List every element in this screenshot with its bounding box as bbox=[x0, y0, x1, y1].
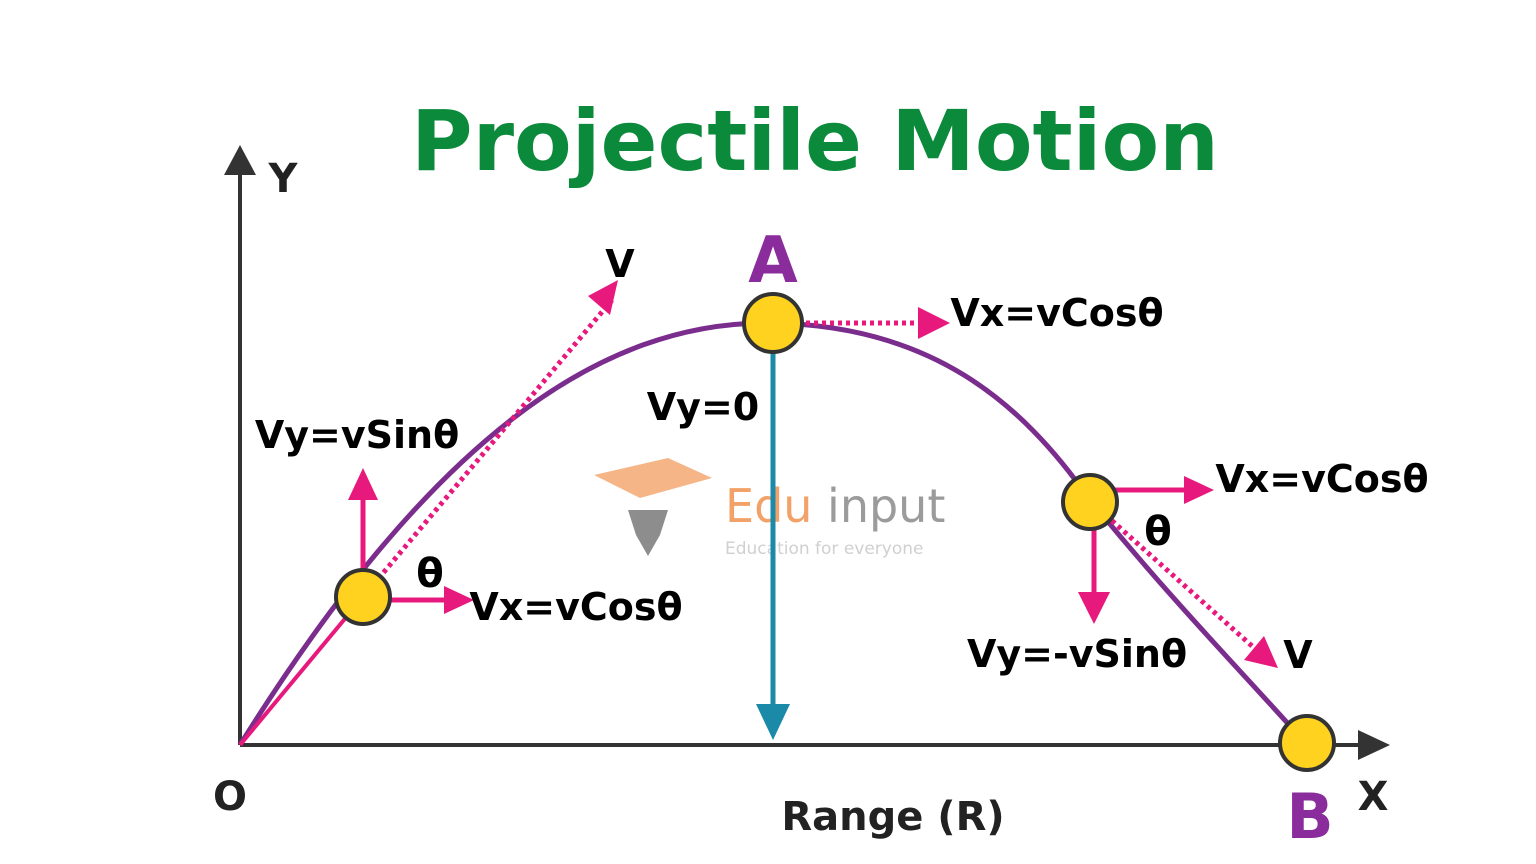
descent-vx-label: Vx=vCosθ bbox=[1215, 457, 1428, 501]
watermark: Edu input Education for everyone bbox=[594, 458, 945, 559]
launch-vy-label: Vy=vSinθ bbox=[255, 413, 459, 457]
descent-velocity-arrow bbox=[1098, 508, 1254, 648]
landing-point-label: B bbox=[1286, 780, 1333, 853]
descent-vy-label: Vy=-vSinθ bbox=[967, 632, 1187, 676]
ball-launch bbox=[334, 568, 392, 626]
x-axis-label: X bbox=[1358, 774, 1389, 820]
axes bbox=[224, 145, 1390, 760]
watermark-brand-edu: Edu bbox=[725, 479, 812, 533]
apex-vy-label: Vy=0 bbox=[647, 385, 759, 429]
descent-v-label: V bbox=[1283, 633, 1313, 677]
ball-descent bbox=[1061, 473, 1119, 531]
launch-vy-arrowhead bbox=[348, 468, 378, 500]
origin-label: O bbox=[213, 774, 247, 820]
trajectory-curve bbox=[237, 320, 1309, 747]
descent-vy-arrowhead bbox=[1078, 592, 1110, 624]
launch-vx-label: Vx=vCosθ bbox=[469, 585, 682, 629]
descent-vx-arrowhead bbox=[1184, 476, 1214, 504]
launch-velocity-arrow bbox=[361, 298, 614, 599]
y-axis-arrowhead bbox=[224, 145, 256, 175]
max-height-arrowhead bbox=[756, 704, 790, 740]
launch-velocity-arrowhead bbox=[588, 280, 618, 315]
pen-nib-icon bbox=[628, 510, 668, 556]
apex-point-label: A bbox=[748, 224, 798, 298]
ball-landing bbox=[1278, 714, 1336, 772]
launch-theta-label: θ bbox=[416, 551, 443, 597]
descent-theta-label: θ bbox=[1144, 509, 1171, 555]
watermark-brand: Edu input bbox=[725, 479, 945, 533]
ball-apex bbox=[742, 292, 804, 354]
graduation-cap-icon bbox=[594, 458, 712, 498]
launch-direction-line bbox=[238, 595, 365, 747]
watermark-brand-input: input bbox=[812, 479, 945, 533]
launch-vx-arrowhead bbox=[444, 586, 474, 614]
y-axis-label: Y bbox=[268, 156, 299, 202]
x-axis-arrowhead bbox=[1358, 730, 1390, 760]
apex-vx-arrowhead bbox=[918, 307, 950, 339]
apex-vx-label: Vx=vCosθ bbox=[950, 291, 1163, 335]
launch-v-label: V bbox=[605, 242, 635, 286]
range-label: Range (R) bbox=[781, 794, 1004, 840]
descent-velocity-arrowhead bbox=[1244, 636, 1278, 668]
diagram-title: Projectile Motion bbox=[411, 92, 1219, 190]
watermark-tagline: Education for everyone bbox=[725, 539, 923, 559]
